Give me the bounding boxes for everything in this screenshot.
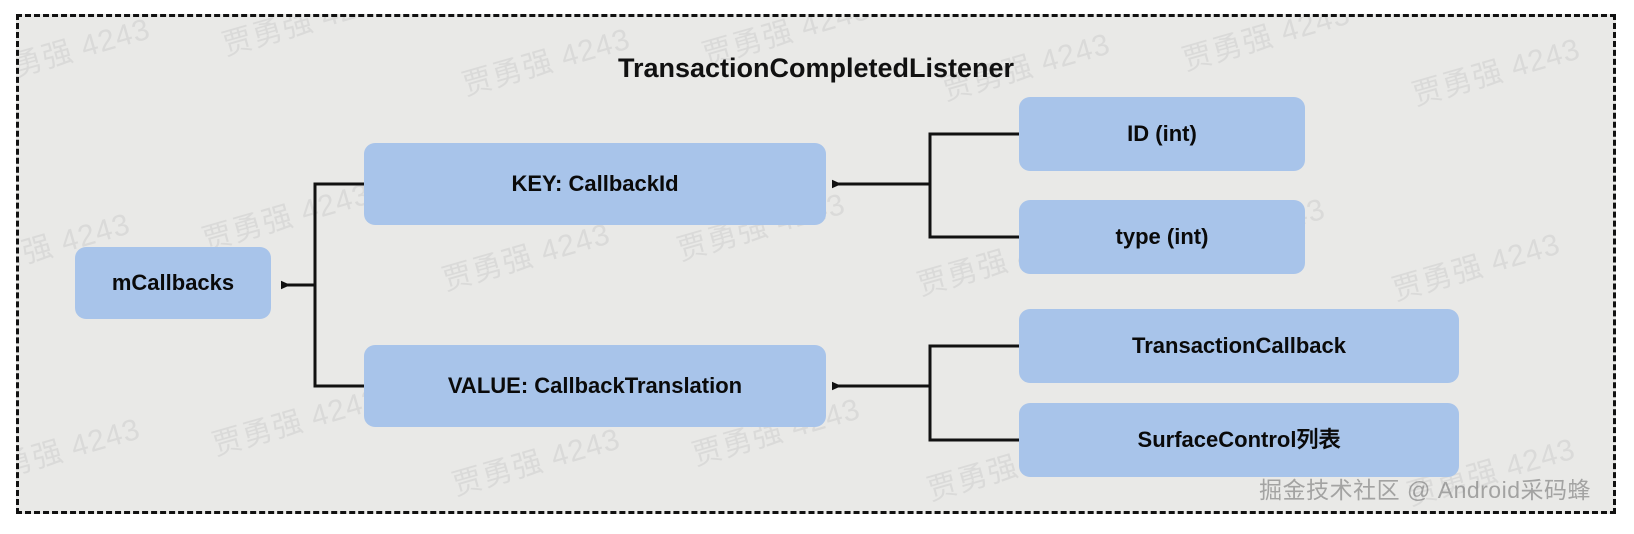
diagram-title: TransactionCompletedListener — [617, 53, 1015, 83]
node-id-int-label: ID (int) — [1127, 120, 1197, 146]
node-value-callbacktranslation[interactable]: VALUE: CallbackTranslation — [364, 345, 826, 427]
node-type-int-label: type (int) — [1115, 223, 1209, 249]
background-watermark: 贾勇强 4243 — [198, 177, 375, 258]
node-mcallbacks[interactable]: mCallbacks — [75, 247, 271, 319]
connector-key-to-mcallbacks — [313, 182, 364, 388]
node-transaction-callback-label: TransactionCallback — [1132, 332, 1346, 358]
background-watermark: 贾勇强 4243 — [448, 422, 625, 503]
node-mcallbacks-label: mCallbacks — [111, 269, 235, 295]
node-transaction-callback[interactable]: TransactionCallback — [1019, 309, 1459, 383]
background-watermark: 贾勇强 4243 — [1388, 227, 1565, 308]
diagram-container: 贾勇强 4243 贾勇强 4243 贾勇强 4243 贾勇强 4243 贾勇强 … — [16, 14, 1616, 514]
node-type-int[interactable]: type (int) — [1019, 200, 1305, 274]
background-watermark: 贾勇强 4243 — [19, 412, 145, 493]
background-watermark: 贾勇强 4243 — [208, 382, 385, 463]
node-key-callbackid-label: KEY: CallbackId — [511, 170, 679, 196]
node-value-callbacktranslation-label: VALUE: CallbackTranslation — [447, 372, 743, 398]
node-surfacecontrol-list[interactable]: SurfaceControl列表 — [1019, 403, 1459, 477]
node-key-callbackid[interactable]: KEY: CallbackId — [364, 143, 826, 225]
connector-callback-surfacecontrol-bracket — [928, 344, 1019, 442]
connector-id-type-bracket — [928, 132, 1019, 239]
credit-watermark: 掘金技术社区 @ Android采码蜂 — [1259, 477, 1591, 503]
node-surfacecontrol-list-label: SurfaceControl列表 — [1137, 426, 1341, 452]
node-id-int[interactable]: ID (int) — [1019, 97, 1305, 171]
